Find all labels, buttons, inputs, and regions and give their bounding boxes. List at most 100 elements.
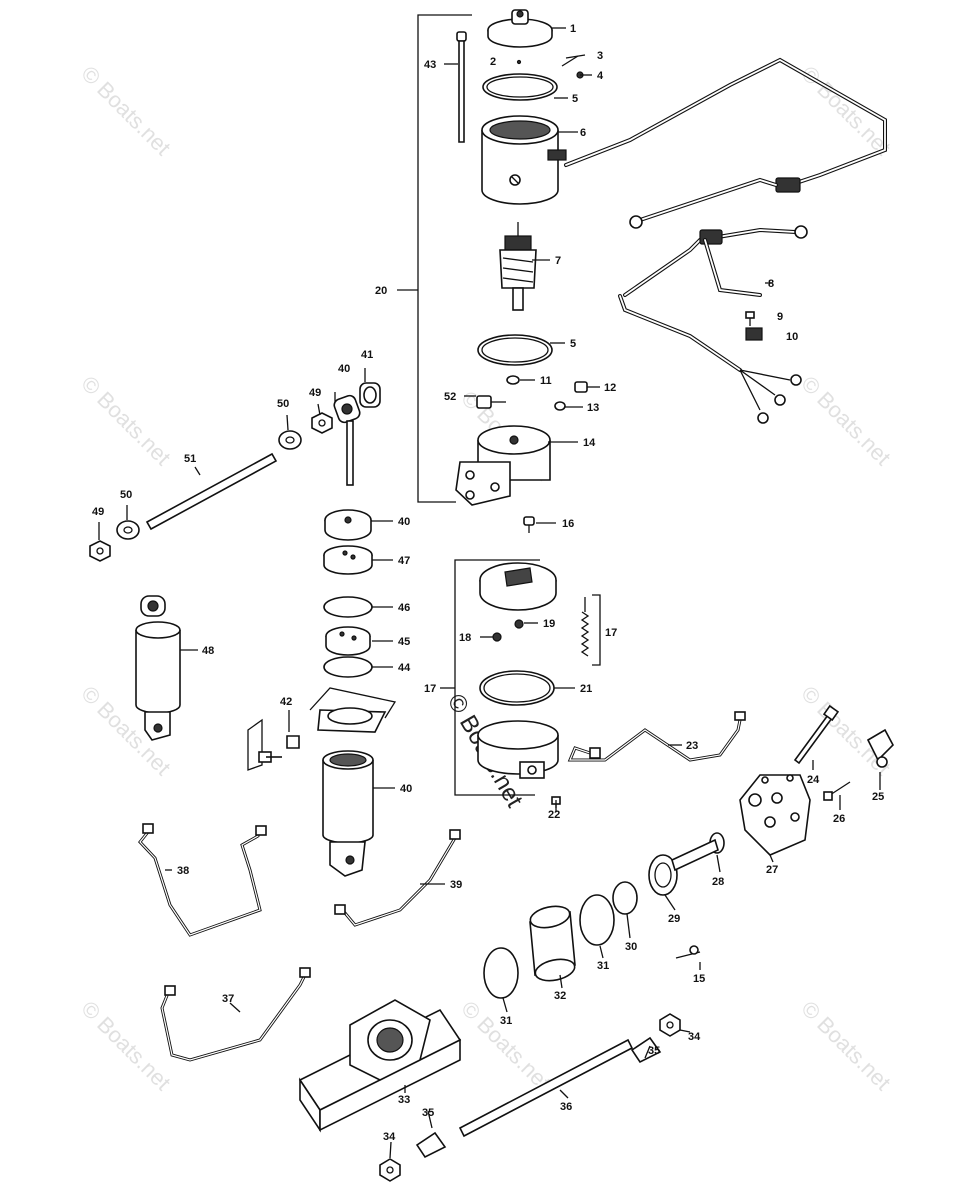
callout-label: 30	[625, 941, 637, 953]
callout-label: 36	[560, 1101, 572, 1113]
washer-50-upper	[278, 430, 302, 450]
callout-label: 27	[766, 864, 778, 876]
screw-9-clip-10	[745, 311, 763, 341]
screw-16	[523, 516, 535, 533]
callout-label: 23	[686, 740, 698, 752]
callout-label: 49	[92, 506, 104, 518]
bracket-lines	[397, 14, 601, 796]
tube-38	[138, 823, 267, 937]
callout-label: 10	[786, 331, 798, 343]
pivot-rod-51	[145, 452, 278, 531]
callout-label: 43	[424, 59, 436, 71]
through-bolt-43	[456, 31, 467, 143]
bolt-24	[793, 704, 840, 765]
armature	[499, 222, 537, 311]
o-ring-21	[479, 670, 555, 706]
callout-label: 24	[807, 774, 820, 786]
callout-label: 2	[490, 56, 496, 68]
callout-label: 50	[277, 398, 289, 410]
cylinder-top-bracket	[309, 687, 397, 733]
wire-harness	[564, 57, 887, 424]
callout-label: 17	[605, 627, 617, 639]
piston-rod-29	[648, 838, 719, 896]
callout-label: 34	[383, 1131, 396, 1143]
ball-18-check-19	[492, 619, 524, 642]
sleeve-32	[529, 905, 576, 982]
nut-49-upper	[311, 412, 333, 434]
watermark: © Boats.net	[76, 996, 175, 1095]
callout-label: 50	[120, 489, 132, 501]
fitting-35-right	[630, 1036, 662, 1064]
callout-label: 38	[177, 865, 189, 877]
tube-23	[567, 711, 746, 762]
callout-label: 33	[398, 1094, 410, 1106]
callout-label: 40	[338, 363, 350, 375]
watermark: © Boats.net	[796, 996, 895, 1095]
callout-label: 19	[543, 618, 555, 630]
callout-label: 52	[444, 391, 456, 403]
o-ring-5-lower	[477, 334, 553, 366]
screw-26	[823, 781, 851, 801]
spring-17	[580, 597, 590, 657]
callout-label: 26	[833, 813, 845, 825]
callout-label: 1	[570, 23, 576, 35]
fitting-35-left	[415, 1131, 447, 1159]
valve-body	[479, 562, 557, 611]
callout-label: 18	[459, 632, 471, 644]
o-ring-46	[323, 596, 373, 618]
callout-label: 29	[668, 913, 680, 925]
reservoir-housing	[477, 720, 559, 779]
callout-label: 11	[540, 375, 552, 387]
bushing-41	[359, 382, 381, 408]
callout-label: 12	[604, 382, 616, 394]
callout-label: 6	[580, 127, 586, 139]
callout-label: 31	[500, 1015, 512, 1027]
pump-housing-14	[455, 425, 551, 506]
callout-label: 5	[572, 93, 578, 105]
o-ring-31-right	[579, 894, 615, 946]
tube-37	[160, 967, 311, 1062]
callout-label: 7	[555, 255, 561, 267]
callout-label: 45	[398, 636, 410, 648]
callout-label: 40	[400, 783, 412, 795]
o-ring-30	[612, 881, 638, 915]
callout-label: 34	[688, 1031, 701, 1043]
trim-cylinder-48	[135, 595, 181, 741]
ram-housing-33	[298, 999, 462, 1133]
callout-label: 31	[597, 960, 609, 972]
piston-47	[323, 545, 373, 575]
callout-labels: 1 2 3 4 5 6 43 7 20 8 9 10 5 11 12 52 13…	[92, 23, 884, 1143]
callout-label: 22	[548, 809, 560, 821]
fitting-25	[866, 728, 894, 768]
callout-label: 4	[597, 70, 604, 82]
callout-label: 46	[398, 602, 410, 614]
callout-label: 28	[712, 876, 724, 888]
callout-label: 35	[422, 1107, 434, 1119]
callout-label: 8	[768, 278, 774, 290]
bracket-42	[247, 718, 300, 771]
callout-label: 44	[398, 662, 411, 674]
callout-label: 51	[184, 453, 196, 465]
callout-label: 14	[583, 437, 596, 449]
callout-label: 21	[580, 683, 592, 695]
end-cap-27	[739, 774, 811, 856]
piston-45	[325, 626, 371, 656]
o-ring-5-top	[482, 73, 558, 101]
trim-cylinder-40	[322, 750, 374, 877]
fitting-12-13	[554, 381, 588, 411]
callout-label: 37	[222, 993, 234, 1005]
piston-cap-40	[324, 509, 372, 541]
callout-label: 3	[597, 50, 603, 62]
watermark: © Boats.net	[796, 371, 895, 470]
washer-50-lower	[116, 520, 140, 540]
callout-label: 47	[398, 555, 410, 567]
nut-34-left	[379, 1158, 401, 1182]
callout-label: 20	[375, 285, 387, 297]
callout-label: 9	[777, 311, 783, 323]
callout-label: 32	[554, 990, 566, 1002]
callout-label: 35	[648, 1045, 660, 1057]
shaft-36	[458, 1038, 634, 1138]
callout-label: 48	[202, 645, 214, 657]
o-ring-31-left	[483, 947, 519, 999]
